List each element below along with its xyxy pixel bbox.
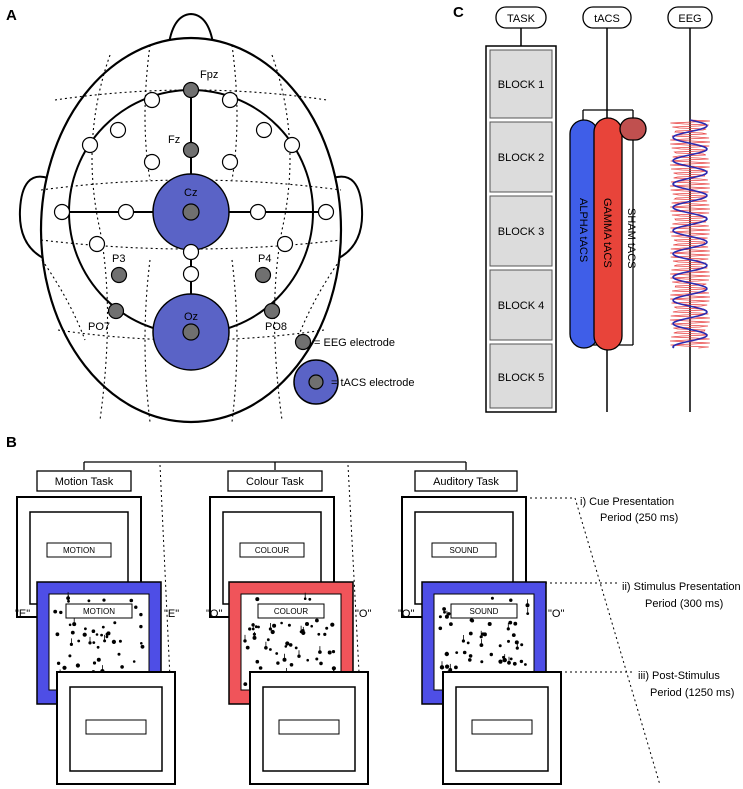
legend-tacs-label: = tACS electrode — [331, 377, 414, 389]
motion-response-left: "E" — [15, 608, 30, 620]
motion-cue-word: MOTION — [63, 546, 95, 555]
block-5-label: BLOCK 5 — [498, 372, 544, 384]
block-1-label: BLOCK 1 — [498, 79, 544, 91]
period-1-line-2: Period (250 ms) — [600, 512, 678, 524]
auditory-response-right: "O" — [548, 608, 564, 620]
panel-c: C TASK tACS EEG BLOCK 1 BLOCK 2 BLOCK 3 … — [453, 4, 713, 413]
gamma-tacs-label: GAMMA tACS — [601, 198, 613, 268]
panel-a-letter: A — [6, 7, 17, 24]
sham-tacs-label: SHAM tACS — [625, 208, 637, 269]
alpha-tacs-label: ALPHA tACS — [577, 198, 589, 262]
label-cz: Cz — [184, 187, 197, 199]
period-2-line-1: ii) Stimulus Presentation — [622, 581, 741, 593]
panel-a: A — [6, 7, 414, 424]
auditory-task-box — [414, 470, 518, 492]
period-labels: i) Cue Presentation Period (250 ms) ii) … — [580, 496, 741, 699]
colour-task-label: Colour Task — [246, 476, 304, 488]
period-3-line-1: iii) Post-Stimulus — [638, 670, 720, 682]
period-2-line-2: Period (300 ms) — [645, 598, 723, 610]
label-p3: P3 — [112, 253, 125, 265]
auditory-task-column: Auditory Task SOUND SOUND "O" "O" — [398, 470, 564, 785]
sham-tacs-ramp — [619, 117, 647, 141]
motion-task-box — [36, 470, 132, 492]
block-4 — [489, 269, 553, 341]
block-3 — [489, 195, 553, 267]
legend-eeg-symbol — [294, 333, 312, 351]
panel-b: B Motion Task MOTION MOT — [6, 434, 741, 786]
gamma-tacs-bar — [593, 117, 623, 351]
colour-task-box — [227, 470, 323, 492]
block-2 — [489, 121, 553, 193]
period-3-line-2: Period (1250 ms) — [650, 687, 734, 699]
colour-cue-word: COLOUR — [255, 546, 289, 555]
auditory-response-left: "O" — [398, 608, 414, 620]
panel-b-letter: B — [6, 434, 17, 451]
task-blocks: BLOCK 1 BLOCK 2 BLOCK 3 BLOCK 4 BLOCK 5 — [489, 49, 553, 409]
header-eeg: EEG — [678, 13, 701, 25]
block-2-label: BLOCK 2 — [498, 152, 544, 164]
legend-eeg-label: = EEG electrode — [314, 337, 395, 349]
colour-task-column: Colour Task COLOUR COLOUR "O" "O" — [206, 470, 371, 785]
label-fpz: Fpz — [200, 69, 218, 81]
motion-task-column: Motion Task MOTION MOTION "E" "E" — [15, 470, 179, 785]
colour-stim-word: COLOUR — [274, 607, 308, 616]
motion-response-right: "E" — [164, 608, 179, 620]
legend-tacs-center — [308, 374, 324, 390]
label-po8: PO8 — [265, 321, 287, 333]
label-oz: Oz — [184, 311, 198, 323]
block-3-label: BLOCK 3 — [498, 226, 544, 238]
eeg-signal — [669, 119, 711, 349]
label-p4: P4 — [258, 253, 271, 265]
eeg-alpha-wave — [672, 119, 708, 349]
reference-electrodes — [53, 91, 335, 283]
panel-c-letter: C — [453, 4, 464, 21]
motion-task-label: Motion Task — [55, 476, 114, 488]
header-tacs: tACS — [594, 13, 620, 25]
oz-eeg-electrode — [182, 323, 200, 341]
auditory-stim-word: SOUND — [470, 607, 499, 616]
colour-response-left: "O" — [206, 608, 222, 620]
period-1-line-1: i) Cue Presentation — [580, 496, 674, 508]
motion-stim-word: MOTION — [83, 607, 115, 616]
block-4-label: BLOCK 4 — [498, 300, 544, 312]
auditory-task-label: Auditory Task — [433, 476, 499, 488]
label-po7: PO7 — [88, 321, 110, 333]
auditory-cue-word: SOUND — [450, 546, 479, 555]
label-fz: Fz — [168, 134, 180, 146]
header-task: TASK — [507, 13, 536, 25]
cz-eeg-electrode — [182, 203, 200, 221]
block-1 — [489, 49, 553, 119]
eeg-electrodes — [107, 81, 281, 320]
block-5 — [489, 343, 553, 409]
colour-response-right: "O" — [355, 608, 371, 620]
